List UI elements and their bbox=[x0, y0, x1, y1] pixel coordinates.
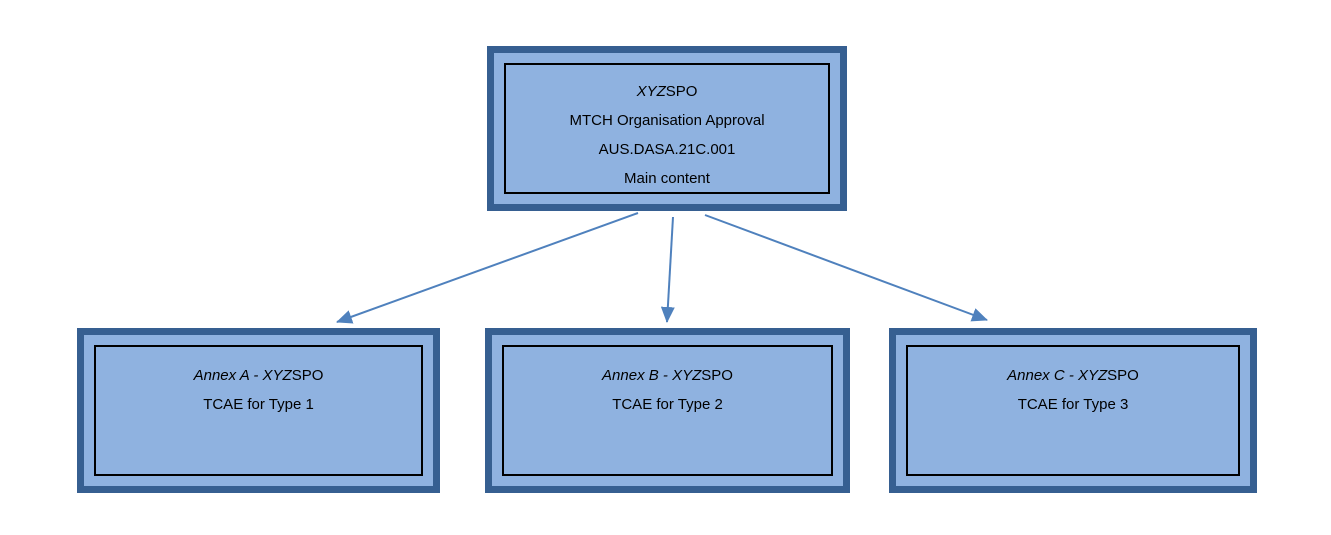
node-main-title: XYZSPO bbox=[506, 77, 828, 106]
node-annex-c-title-italic: Annex C - XYZ bbox=[1007, 367, 1108, 384]
node-annex-a-title: Annex A - XYZSPO bbox=[96, 361, 421, 390]
arrow-main-to-annex-b bbox=[660, 216, 675, 323]
node-main-approval: XYZSPO MTCH Organisation Approval AUS.DA… bbox=[487, 46, 847, 211]
node-annex-b: Annex B - XYZSPO TCAE for Type 2 bbox=[485, 328, 850, 493]
node-annex-c-inner-frame: Annex C - XYZSPO TCAE for Type 3 bbox=[906, 345, 1240, 476]
node-annex-b-title: Annex B - XYZSPO bbox=[504, 361, 831, 390]
node-main-title-italic: XYZ bbox=[636, 83, 666, 100]
node-annex-c-title: Annex C - XYZSPO bbox=[908, 361, 1238, 390]
node-main-line-content: Main content bbox=[624, 170, 710, 187]
node-annex-c: Annex C - XYZSPO TCAE for Type 3 bbox=[889, 328, 1257, 493]
node-annex-b-title-rest: SPO bbox=[701, 367, 733, 384]
node-annex-a-title-italic: Annex A - XYZ bbox=[193, 367, 292, 384]
arrow-main-to-annex-c bbox=[704, 214, 988, 322]
node-annex-c-subtitle: TCAE for Type 3 bbox=[1017, 396, 1129, 413]
node-annex-b-subtitle: TCAE for Type 2 bbox=[612, 396, 723, 413]
node-main-line-approval-number: AUS.DASA.21C.001 bbox=[598, 141, 736, 158]
node-annex-b-inner-frame: Annex B - XYZSPO TCAE for Type 2 bbox=[502, 345, 833, 476]
node-annex-c-title-rest: SPO bbox=[1107, 367, 1139, 384]
node-annex-a-inner-frame: Annex A - XYZSPO TCAE for Type 1 bbox=[94, 345, 423, 476]
node-main-line-organisation: MTCH Organisation Approval bbox=[569, 112, 765, 129]
node-main-title-rest: SPO bbox=[665, 83, 698, 100]
node-annex-a: Annex A - XYZSPO TCAE for Type 1 bbox=[77, 328, 440, 493]
node-annex-b-title-italic: Annex B - XYZ bbox=[602, 367, 702, 384]
node-annex-a-title-rest: SPO bbox=[291, 367, 324, 384]
node-main-inner-frame: XYZSPO MTCH Organisation Approval AUS.DA… bbox=[504, 63, 830, 194]
arrow-main-to-annex-a bbox=[336, 212, 639, 324]
node-annex-a-subtitle: TCAE for Type 1 bbox=[203, 396, 314, 413]
